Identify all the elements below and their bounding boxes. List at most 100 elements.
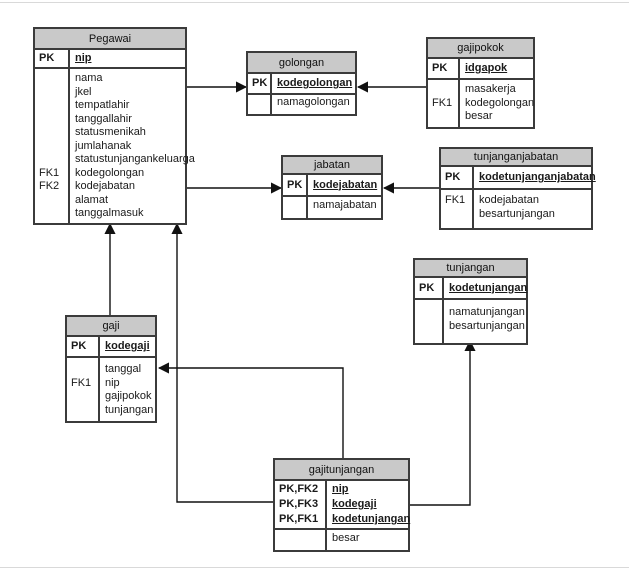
table-row: gajipokok xyxy=(67,390,155,404)
pk-attribute-name: nip xyxy=(75,52,92,64)
pk-attribute-name: kodejabatan xyxy=(313,178,378,191)
attribute-name: statustunjangankeluarga xyxy=(75,153,195,165)
table-row: statusmenikah xyxy=(35,126,185,140)
key-tag xyxy=(35,99,68,113)
page-bottom-rule xyxy=(0,567,629,568)
pk-attribute-name: kodegolongan xyxy=(277,77,353,89)
relationship-connector xyxy=(171,222,273,503)
key-tag: PK,FK3 xyxy=(279,498,319,510)
key-tag xyxy=(35,113,68,127)
attribute-name: besar xyxy=(332,532,360,544)
attribute-name: kodejabatan xyxy=(75,180,135,192)
key-tag: PK,FK2 xyxy=(279,483,319,495)
primary-key-section: PK kodejabatan xyxy=(283,173,381,197)
table-row: PK kodetunjangan xyxy=(415,281,528,296)
relationship-connector xyxy=(410,339,476,506)
table-row: besartunjangan xyxy=(441,208,591,222)
key-tag: PK xyxy=(287,178,303,191)
attribute-name: jkel xyxy=(75,85,92,98)
key-tag xyxy=(415,306,442,320)
key-tag xyxy=(35,194,68,208)
key-tag: PK xyxy=(432,62,448,74)
table-row: PK kodejabatan xyxy=(283,178,381,193)
primary-key-section: PK nip xyxy=(35,48,185,69)
key-tag: FK1 xyxy=(71,376,92,389)
table-row: FK1 kodejabatan xyxy=(441,194,591,208)
attribute-name: besartunjangan xyxy=(449,319,525,332)
attribute-name: kodejabatan xyxy=(479,194,539,206)
primary-key-section: PK idgapok xyxy=(428,57,533,80)
attribute-name: jumlahanak xyxy=(75,139,132,152)
key-tag: PK xyxy=(71,340,87,352)
attribute-name: tanggallahir xyxy=(75,112,132,125)
key-tag xyxy=(35,72,68,86)
attribute-name: tempatlahir xyxy=(75,99,130,111)
key-tag xyxy=(283,199,306,213)
table-row: namatunjangan xyxy=(415,306,526,320)
key-tag xyxy=(67,390,98,404)
attribute-name: besar xyxy=(465,110,493,122)
table-title: tunjanganjabatan xyxy=(441,149,591,165)
key-tag: PK xyxy=(39,52,55,64)
key-tag xyxy=(35,86,68,100)
attribute-name: nama xyxy=(75,72,103,84)
table-row: PK idgapok xyxy=(428,61,533,76)
table-title: golongan xyxy=(248,53,355,72)
table-row: namagolongan xyxy=(248,96,355,110)
table-row: alamat xyxy=(35,194,185,208)
pk-attribute-name: kodetunjanganjabatan xyxy=(479,171,596,183)
pk-attribute-name: kodetunjangan xyxy=(332,513,411,525)
attribute-name: besartunjangan xyxy=(479,207,555,220)
key-tag xyxy=(67,404,98,418)
attribute-name: alamat xyxy=(75,193,109,206)
table-row: namajabatan xyxy=(283,199,381,213)
table-row: nama xyxy=(35,72,185,86)
table-title: gajitunjangan xyxy=(275,460,408,479)
pk-attribute-name: idgapok xyxy=(465,62,508,74)
key-tag: FK1 xyxy=(445,194,466,206)
attribute-name: kodegolongan xyxy=(75,166,145,179)
attribute-name: masakerja xyxy=(465,83,516,95)
attribute-name: tunjangan xyxy=(105,403,154,416)
table-row: tanggalmasuk xyxy=(35,207,185,221)
table-row: PK nip xyxy=(35,51,185,66)
attribute-name: namajabatan xyxy=(313,199,377,211)
table-row: besar xyxy=(275,532,408,546)
key-tag xyxy=(428,110,458,124)
table-row: besar xyxy=(428,110,533,124)
attribute-name: nip xyxy=(105,376,120,389)
attribute-name: tanggalmasuk xyxy=(75,207,144,219)
pk-attribute-name: nip xyxy=(332,483,349,495)
key-tag xyxy=(428,83,458,97)
table-row: besartunjangan xyxy=(415,320,526,334)
table-row: masakerja xyxy=(428,83,533,97)
attribute-name: gajipokok xyxy=(105,390,152,402)
pk-attribute-name: kodegaji xyxy=(332,498,377,510)
page-top-rule xyxy=(0,2,629,3)
key-tag xyxy=(35,153,68,167)
table-title: gajipokok xyxy=(428,39,533,57)
pk-attribute-name: kodetunjangan xyxy=(449,281,528,294)
key-tag: PK xyxy=(419,281,435,294)
